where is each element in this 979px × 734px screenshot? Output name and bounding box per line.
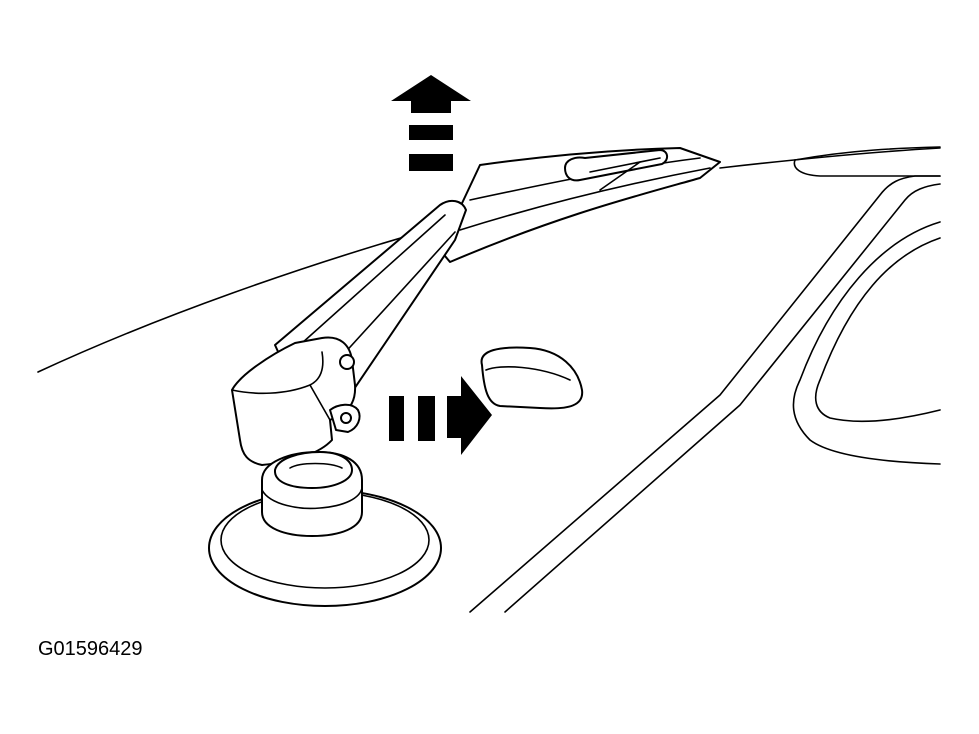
washer-nozzle bbox=[480, 346, 584, 410]
wiper-blade bbox=[439, 147, 721, 263]
slide-right-arrow-icon bbox=[389, 376, 492, 455]
windshield-frame bbox=[469, 146, 941, 613]
pivot-base bbox=[208, 451, 442, 607]
lift-up-arrow-icon bbox=[391, 75, 471, 171]
figure-id-label: G01596429 bbox=[38, 638, 143, 660]
wiper-arm-head bbox=[231, 336, 361, 466]
